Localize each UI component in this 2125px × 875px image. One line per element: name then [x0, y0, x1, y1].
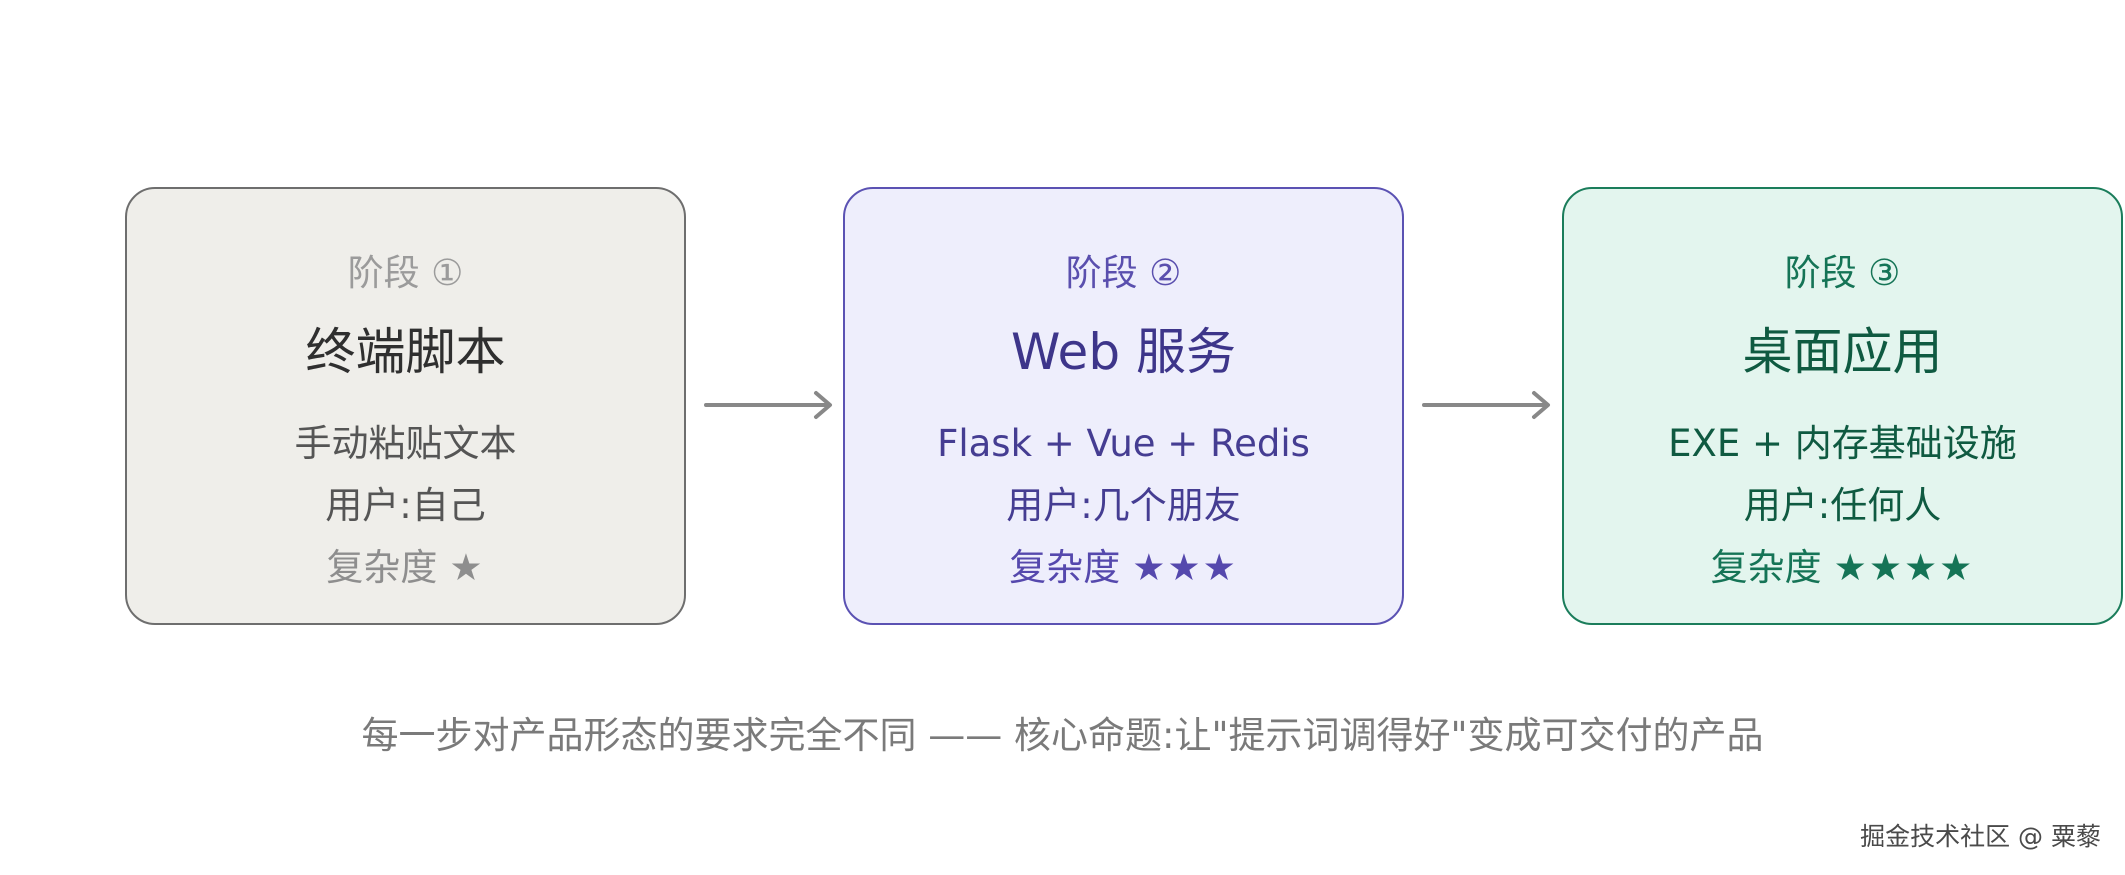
stage-complexity: 复杂度 ★★★ — [845, 543, 1402, 593]
complexity-label: 复杂度 — [1009, 546, 1121, 589]
stage-label: 阶段 ③ — [1784, 253, 1901, 294]
stage-title: 桌面应用 — [1742, 323, 1943, 381]
stage-tech: EXE + 内存基础设施 — [1668, 422, 2017, 465]
stage-box-desktop-app: 阶段 ③ 桌面应用 EXE + 内存基础设施 用户:任何人 复杂度 ★★★★ — [1562, 187, 2123, 625]
stage-complexity: 复杂度 ★★★★ — [1564, 543, 2121, 593]
stage-box-web-service: 阶段 ② Web 服务 Flask + Vue + Redis 用户:几个朋友 … — [843, 187, 1404, 625]
complexity-stars: ★★★★ — [1833, 546, 1975, 589]
stage-tech: 手动粘贴文本 — [294, 422, 517, 465]
arrow-right-icon — [704, 385, 834, 425]
stage-tech: Flask + Vue + Redis — [937, 422, 1310, 465]
stage-users: 用户:自己 — [325, 484, 486, 527]
complexity-label: 复杂度 — [1710, 546, 1822, 589]
stage-users: 用户:几个朋友 — [1006, 484, 1241, 527]
stage-title: 终端脚本 — [305, 323, 506, 381]
stage-label: 阶段 ① — [347, 253, 464, 294]
watermark: 掘金技术社区 @ 粟藜 — [1860, 822, 2101, 851]
stage-complexity: 复杂度 ★ — [127, 543, 684, 593]
stage-title: Web 服务 — [1011, 323, 1236, 381]
stage-box-terminal-script: 阶段 ① 终端脚本 手动粘贴文本 用户:自己 复杂度 ★ — [125, 187, 686, 625]
complexity-label: 复杂度 — [326, 546, 438, 589]
complexity-stars: ★ — [449, 546, 485, 589]
stage-users: 用户:任何人 — [1743, 484, 1942, 527]
diagram-caption: 每一步对产品形态的要求完全不同 —— 核心命题:让"提示词调得好"变成可交付的产… — [361, 714, 1764, 757]
arrow-right-icon — [1422, 385, 1552, 425]
complexity-stars: ★★★ — [1132, 546, 1238, 589]
stage-label: 阶段 ② — [1065, 253, 1182, 294]
